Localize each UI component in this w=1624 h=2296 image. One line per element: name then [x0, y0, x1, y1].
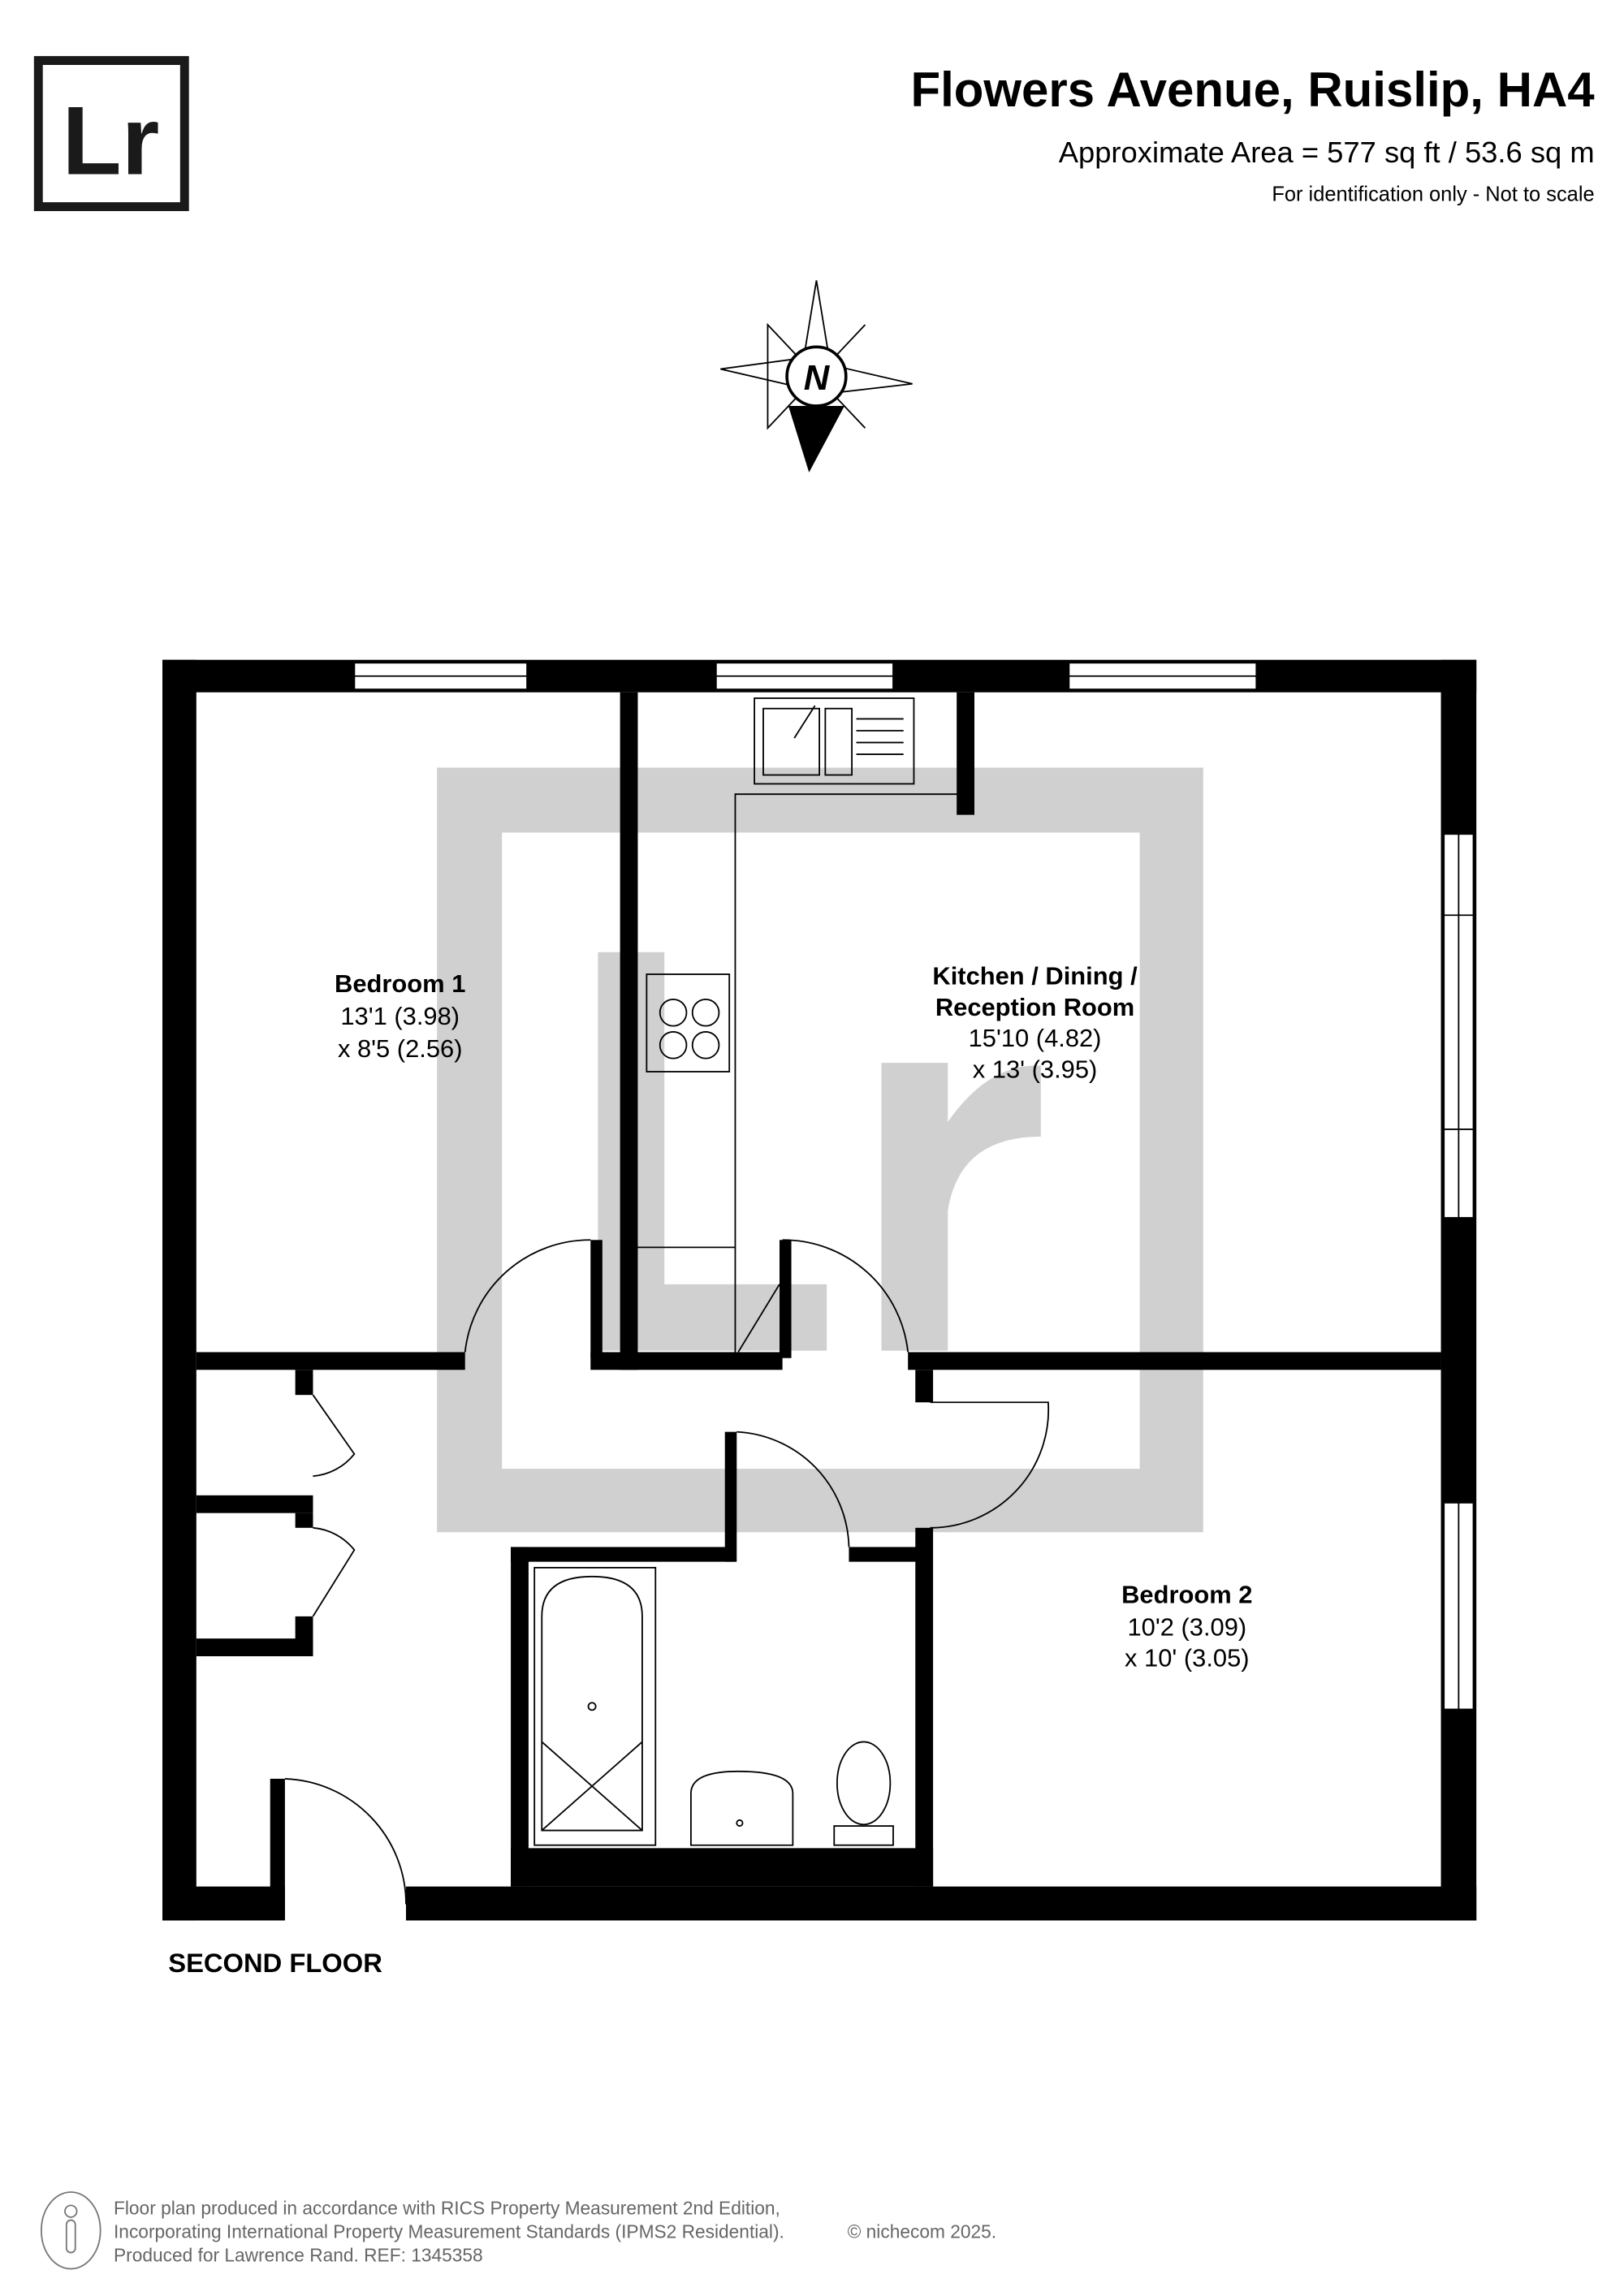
- area-text: Approximate Area = 577 sq ft / 53.6 sq m: [1059, 136, 1595, 169]
- compass-icon: N: [720, 280, 913, 473]
- watermark-logo: [437, 767, 1203, 1533]
- disclaimer-text: For identification only - Not to scale: [1272, 183, 1594, 205]
- svg-text:© nichecom 2025.: © nichecom 2025.: [848, 2220, 996, 2242]
- svg-text:Floor plan produced in accorda: Floor plan produced in accordance with R…: [114, 2197, 780, 2218]
- logo: Lr: [33, 56, 189, 211]
- svg-text:N: N: [804, 359, 831, 398]
- svg-text:15'10 (4.82): 15'10 (4.82): [969, 1024, 1102, 1052]
- footer-text: Floor plan produced in accordance with R…: [114, 2197, 996, 2265]
- person-icon: [41, 2191, 102, 2270]
- svg-text:Bedroom 1: Bedroom 1: [335, 969, 465, 998]
- windows: [353, 662, 1475, 1711]
- bathroom-fixtures: [533, 1566, 894, 1846]
- room-label-bedroom-1: Bedroom 1 13'1 (3.98) x 8'5 (2.56): [335, 969, 465, 1063]
- internal-walls: [196, 692, 1441, 1919]
- room-label-kitchen-dining-reception: Kitchen / Dining / Reception Room 15'10 …: [932, 962, 1138, 1084]
- svg-text:Incorporating International Pr: Incorporating International Property Mea…: [114, 2220, 784, 2242]
- doors: [284, 1239, 1050, 1905]
- floor-label: SECOND FLOOR: [168, 1948, 382, 1978]
- svg-text:x 13' (3.95): x 13' (3.95): [973, 1055, 1098, 1083]
- svg-text:Reception Room: Reception Room: [935, 993, 1134, 1021]
- svg-text:Bedroom 2: Bedroom 2: [1121, 1581, 1252, 1609]
- svg-text:x 10' (3.05): x 10' (3.05): [1125, 1644, 1250, 1672]
- svg-text:10'2 (3.09): 10'2 (3.09): [1127, 1613, 1246, 1642]
- svg-text:13'1 (3.98): 13'1 (3.98): [340, 1002, 460, 1030]
- kitchen-fixtures: [637, 697, 960, 1353]
- svg-text:Produced for Lawrence Rand.: Produced for Lawrence Rand. REF: 1345358: [114, 2244, 483, 2265]
- svg-text:Lr: Lr: [62, 87, 159, 196]
- room-label-bedroom-2: Bedroom 2 10'2 (3.09) x 10' (3.05): [1121, 1581, 1252, 1672]
- page-title: Flowers Avenue, Ruislip, HA4: [910, 63, 1595, 117]
- svg-text:Kitchen / Dining /: Kitchen / Dining /: [932, 962, 1138, 990]
- svg-text:x 8'5 (2.56): x 8'5 (2.56): [338, 1034, 463, 1063]
